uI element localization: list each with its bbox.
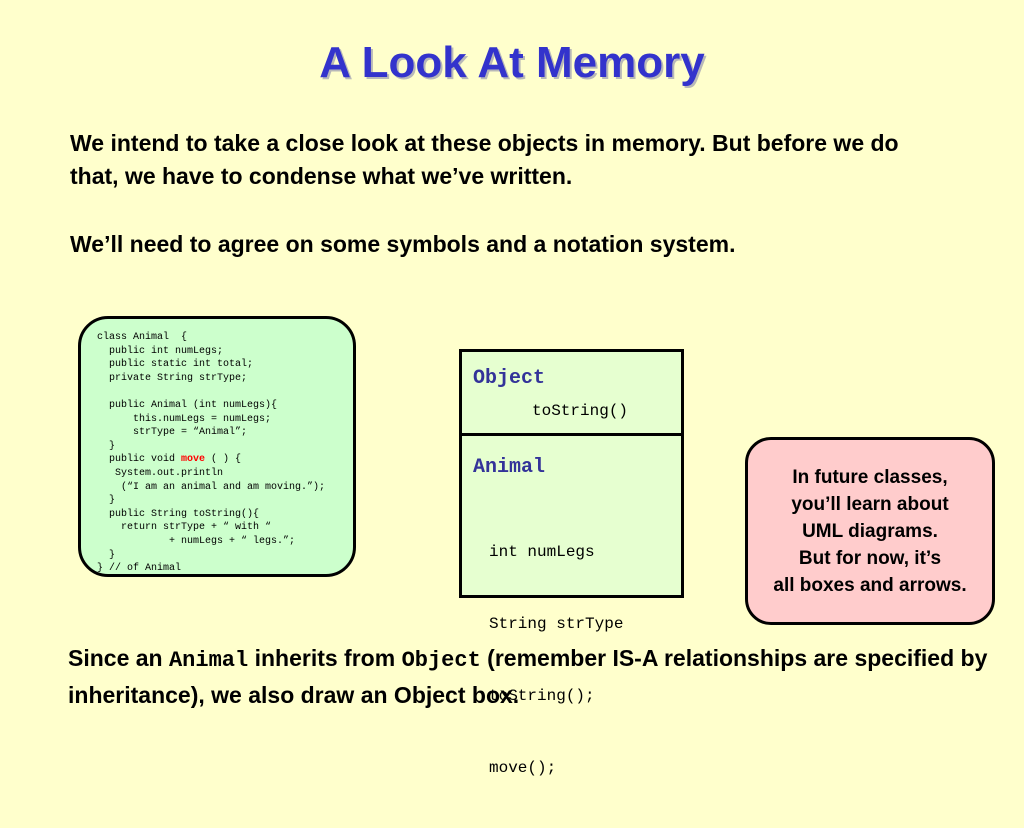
object-class-box: Object toString()	[462, 352, 681, 436]
code-line: public String toString(){	[97, 508, 260, 520]
code-line: public static int total;	[97, 359, 254, 371]
future-classes-note: In future classes, you’ll learn about UM…	[745, 437, 995, 625]
animal-class-name: Animal	[473, 456, 546, 479]
code-line: + numLegs + “ legs.”;	[97, 535, 296, 547]
code-line: strType = “Animal”;	[97, 427, 248, 439]
code-line: } // of Animal	[97, 563, 182, 575]
note-line: all boxes and arrows.	[773, 575, 967, 596]
note-line: But for now, it’s	[798, 548, 942, 569]
code-line: public int numLegs;	[97, 345, 224, 357]
intro-paragraph: We intend to take a close look at these …	[70, 130, 899, 189]
notation-paragraph: We’ll need to agree on some symbols and …	[70, 231, 736, 257]
object-mono: Object	[401, 648, 481, 673]
animal-mono: Animal	[168, 648, 249, 673]
code-line: System.out.println	[97, 467, 224, 479]
code-line: class Animal {	[97, 332, 188, 343]
animal-member: toString();	[489, 687, 595, 705]
bottom-text: Since an	[68, 645, 169, 671]
code-line: (“I am an animal and am moving.”);	[97, 481, 326, 493]
bottom-text: (remember IS-A relationships are specifi…	[68, 645, 988, 708]
code-line: return strType + “ with “	[97, 522, 272, 534]
slide-title: A Look At Memory	[319, 38, 705, 87]
code-line: }	[97, 495, 116, 507]
move-keyword: move	[181, 454, 206, 466]
code-line	[97, 385, 353, 399]
animal-member: int numLegs	[489, 543, 595, 561]
code-line: private String strType;	[97, 372, 248, 384]
animal-member: move();	[489, 759, 557, 777]
code-text: ( ) {	[205, 454, 242, 466]
code-text: public void	[97, 454, 182, 466]
uml-class-diagram: Object toString() Animal int numLegs Str…	[459, 349, 684, 777]
note-line: In future classes,	[792, 467, 948, 488]
code-line: }	[97, 549, 116, 561]
animal-code-box: class Animal { public int numLegs; publi…	[78, 316, 356, 577]
code-line: this.numLegs = numLegs;	[97, 413, 272, 425]
code-line: public Animal (int numLegs){	[97, 399, 278, 411]
code-line: }	[97, 440, 116, 452]
object-method: toString()	[532, 402, 629, 420]
note-line: you’ll learn about	[791, 494, 949, 515]
inheritance-paragraph: Since an Animal inherits from Object (re…	[68, 641, 1008, 713]
note-line: UML diagrams.	[802, 521, 938, 542]
object-class-name: Object	[473, 367, 546, 390]
code-line-move: public void move ( ) {	[97, 453, 353, 467]
animal-member: String strType	[489, 615, 624, 633]
bottom-text: inherits from	[248, 645, 402, 671]
